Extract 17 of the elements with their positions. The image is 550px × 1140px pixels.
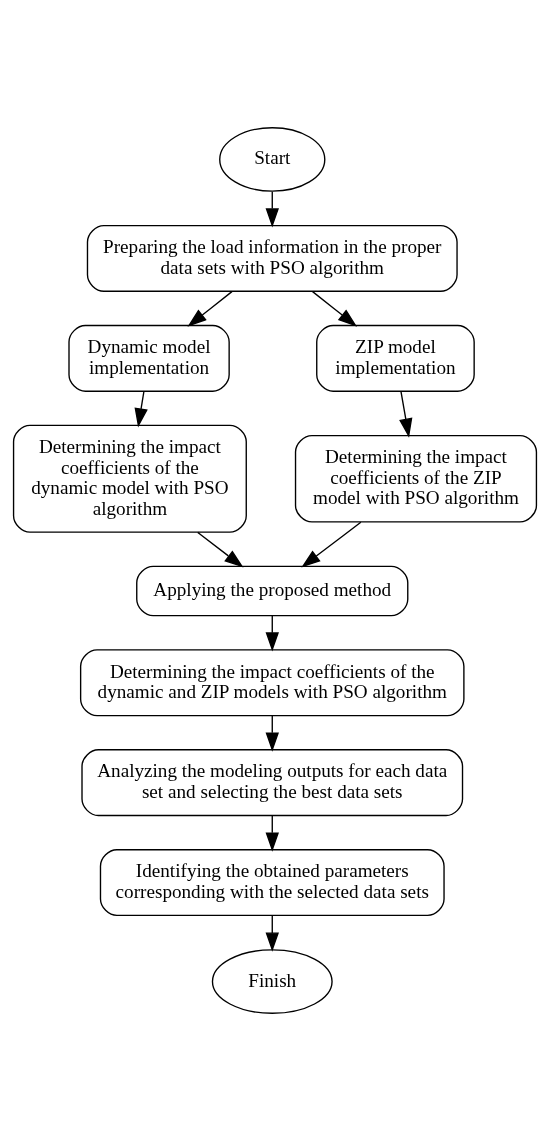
node-ellipse: Finish	[211, 948, 333, 1014]
node-box: Dynamic model implementation	[68, 324, 230, 392]
node-box: Analyzing the modeling outputs for each data set and selecting the best data sets	[81, 748, 464, 816]
node-ellipse: Start	[219, 126, 326, 192]
arrow	[311, 290, 358, 327]
node-box: Identifying the obtained parameters corresponding with the selected data sets	[99, 848, 445, 916]
arrow	[134, 390, 148, 427]
arrow	[399, 390, 413, 438]
arrow	[301, 521, 362, 568]
node-box: Applying the proposed method	[136, 565, 409, 616]
arrow	[187, 290, 233, 327]
node-box: Determining the impact coefficients of the ZIP model with PSO algorithm	[294, 434, 538, 523]
node-box: Preparing the load information in the proper data sets with PSO algorithm	[86, 224, 458, 292]
arrow	[197, 531, 244, 568]
node-box: Determining the impact coefficients of the dynamic model with PSO algorithm	[12, 424, 247, 533]
node-box: ZIP model implementation	[316, 324, 475, 392]
node-box: Determining the impact coefficients of the dynamic and ZIP models with PSO algorithm	[79, 648, 465, 716]
